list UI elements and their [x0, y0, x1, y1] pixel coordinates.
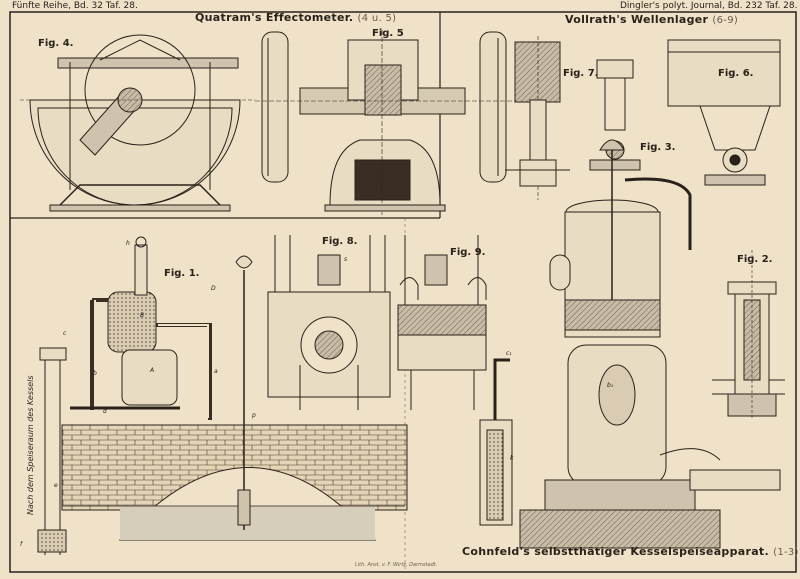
- title-wellenlager-text: Vollrath's Wellenlager: [565, 13, 709, 26]
- letter-d: d: [103, 408, 107, 415]
- title-effectometer-text: Quatram's Effectometer.: [195, 11, 354, 24]
- fig2-label: Fig. 2.: [737, 254, 773, 265]
- title-effectometer: Quatram's Effectometer. (4 u. 5): [195, 11, 396, 24]
- letter-b: b: [93, 370, 97, 377]
- letter-k: k: [510, 455, 514, 462]
- title-wellenlager: Vollrath's Wellenlager (6-9): [565, 13, 738, 26]
- fig8-drawing: [267, 235, 391, 410]
- fig6-label: Fig. 6.: [718, 68, 754, 79]
- imprint: Lith. Anst. v. F. Wirtz, Darmstadt.: [355, 562, 438, 568]
- header-left: Fünfte Reihe, Bd. 32 Taf. 28.: [12, 1, 138, 11]
- title-effectometer-range: (4 u. 5): [357, 13, 397, 24]
- fig7-label: Fig. 7.: [563, 68, 599, 79]
- fig3-label: Fig. 3.: [640, 142, 676, 153]
- fig1-label: Fig. 1.: [164, 268, 200, 279]
- title-kessel: Cohnfeld's selbstthätiger Kesselspeiseap…: [462, 545, 799, 558]
- title-wellenlager-range: (6-9): [712, 15, 739, 26]
- letter-f: f: [20, 541, 23, 548]
- fig3-drawing: [479, 139, 781, 549]
- letter-p: p: [252, 412, 256, 419]
- header-right: Dingler's polyt. Journal, Bd. 232 Taf. 2…: [620, 1, 798, 11]
- fig9-drawing: [397, 235, 487, 410]
- letter-A: A: [150, 367, 155, 374]
- fig5-drawing: [255, 30, 520, 215]
- plate-border: [9, 11, 797, 573]
- title-kessel-text: Cohnfeld's selbstthätiger Kesselspeiseap…: [462, 545, 769, 558]
- fig1-drawing: [37, 236, 408, 555]
- fig8-label: Fig. 8.: [322, 236, 358, 247]
- letter-s: s: [344, 256, 348, 263]
- letter-h: h: [126, 240, 130, 247]
- letter-c: c: [63, 330, 67, 337]
- fig5-wheels: [261, 31, 507, 183]
- letter-b1: b₁: [607, 382, 614, 389]
- letter-e: e: [54, 482, 58, 489]
- fig9-label: Fig. 9.: [450, 247, 486, 258]
- fig4-drawing: [20, 34, 255, 212]
- fig7-drawing: [505, 36, 570, 200]
- fig6-drawing: [667, 39, 781, 186]
- letter-D: D: [211, 285, 216, 292]
- letter-B: B: [140, 312, 145, 319]
- vertical-note: Nach dem Speiseraum des Kessels: [26, 375, 35, 515]
- title-kessel-range: (1-3): [773, 547, 799, 558]
- letter-c1: c₁: [506, 350, 512, 357]
- fig5-label: Fig. 5: [372, 28, 404, 39]
- letter-a: a: [214, 368, 218, 375]
- fig4-label: Fig. 4.: [38, 38, 74, 49]
- fig2-drawing: [712, 250, 785, 420]
